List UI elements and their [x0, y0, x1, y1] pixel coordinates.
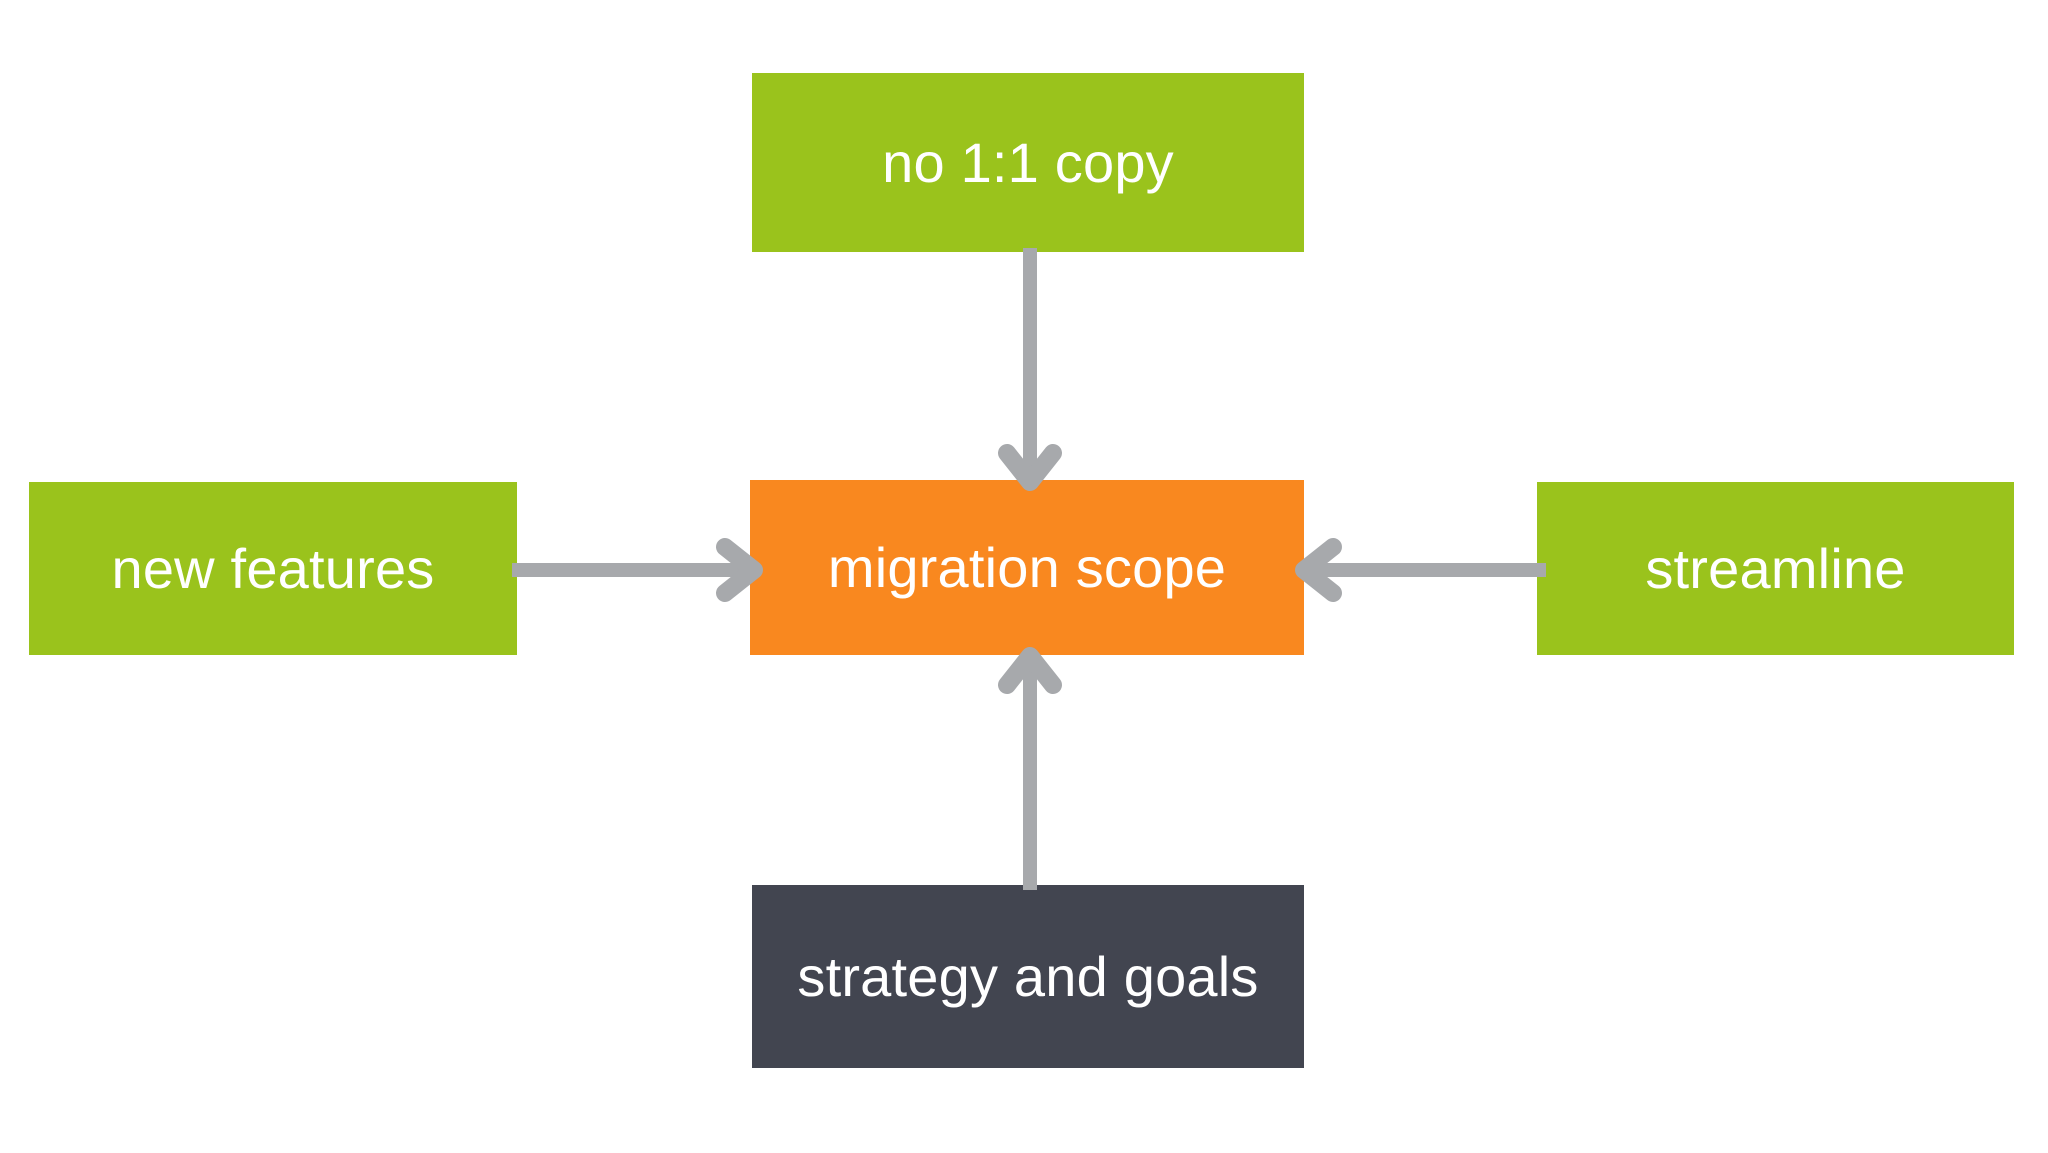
node-strategy-and-goals[interactable]: strategy and goals: [752, 885, 1304, 1068]
arrow-left-icon: [1295, 538, 1546, 602]
node-no-1-1-copy[interactable]: no 1:1 copy: [752, 73, 1304, 252]
arrow-right-icon: [512, 538, 763, 602]
node-label-migration-scope: migration scope: [827, 535, 1227, 599]
node-new-features[interactable]: new features: [29, 482, 517, 655]
node-label-strategy-and-goals: strategy and goals: [797, 944, 1259, 1008]
arrow-down-icon: [998, 248, 1062, 491]
node-label-streamline: streamline: [1645, 536, 1906, 600]
node-label-no-1-1-copy: no 1:1 copy: [882, 130, 1174, 194]
node-label-new-features: new features: [111, 536, 435, 600]
node-streamline[interactable]: streamline: [1537, 482, 2014, 655]
arrow-up-icon: [998, 647, 1062, 890]
node-migration-scope[interactable]: migration scope: [750, 480, 1304, 655]
